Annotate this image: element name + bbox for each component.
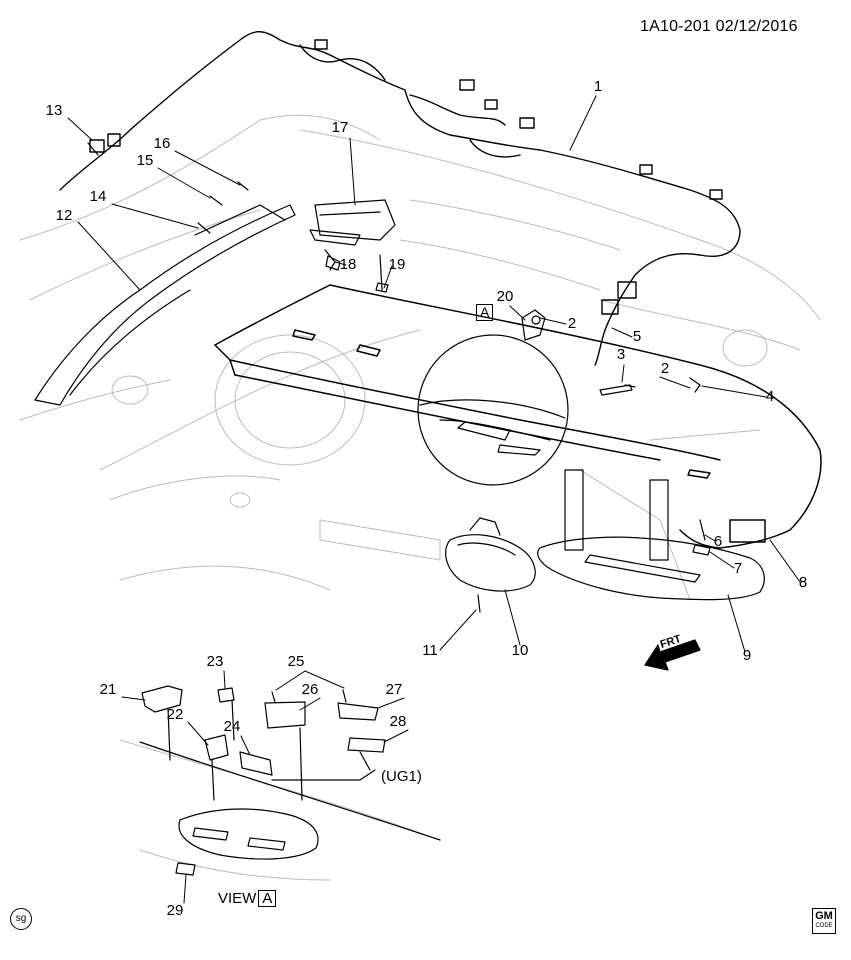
roof-harness <box>59 31 741 366</box>
small-parts <box>87 142 711 556</box>
gm-logo-icon: GM CODE <box>812 908 836 934</box>
callout-c18: 18 <box>340 256 357 273</box>
callout-c13: 13 <box>46 102 63 119</box>
callout-c2a: 2 <box>568 315 576 332</box>
view-box: A <box>258 890 277 907</box>
option-code-label: (UG1) <box>381 768 422 785</box>
callout-c11: 11 <box>422 642 438 659</box>
leader-lines <box>67 95 801 904</box>
callout-c26: 26 <box>302 681 319 698</box>
diagram-reference: 1A10-201 02/12/2016 <box>640 18 798 35</box>
callout-c29: 29 <box>167 902 184 919</box>
callout-c19: 19 <box>389 256 406 273</box>
callout-c17: 17 <box>332 119 349 136</box>
callout-c25: 25 <box>288 653 305 670</box>
callout-c12: 12 <box>56 207 73 224</box>
detail-box-label: A <box>476 304 494 321</box>
callout-c10: 10 <box>512 642 529 659</box>
callout-c16: 16 <box>154 135 171 152</box>
callout-c6: 6 <box>714 533 722 550</box>
callout-c5: 5 <box>633 328 641 345</box>
callout-c23: 23 <box>207 653 224 670</box>
frt-arrow <box>644 639 701 671</box>
sun-visor <box>537 469 765 601</box>
callout-c22: 22 <box>167 706 184 723</box>
callout-c7: 7 <box>734 560 742 577</box>
callout-c9: 9 <box>743 647 751 664</box>
callout-c24: 24 <box>224 718 241 735</box>
callout-c20: 20 <box>497 288 514 305</box>
gm-logo-text: GM <box>815 910 833 922</box>
callout-c2b: 2 <box>661 360 669 377</box>
view-text: VIEW <box>218 890 257 907</box>
rear-view-mirror <box>445 517 536 613</box>
callout-c27: 27 <box>386 681 403 698</box>
bracket <box>309 199 396 291</box>
vehicle-body-outline <box>19 114 821 881</box>
callout-c4: 4 <box>766 388 774 405</box>
headliner-panel <box>214 284 822 549</box>
callout-c3: 3 <box>617 346 625 363</box>
callout-c28: 28 <box>390 713 407 730</box>
gm-logo-sub: CODE <box>815 923 833 929</box>
callout-c14: 14 <box>90 188 107 205</box>
callout-c1: 1 <box>594 78 602 95</box>
detail-circle <box>417 334 569 486</box>
pillar-trim <box>34 204 296 406</box>
sg-badge: sg <box>10 908 32 930</box>
view-a-detail <box>139 685 441 876</box>
callout-c15: 15 <box>137 152 154 169</box>
callout-c21: 21 <box>100 681 117 698</box>
callout-c8: 8 <box>799 574 807 591</box>
